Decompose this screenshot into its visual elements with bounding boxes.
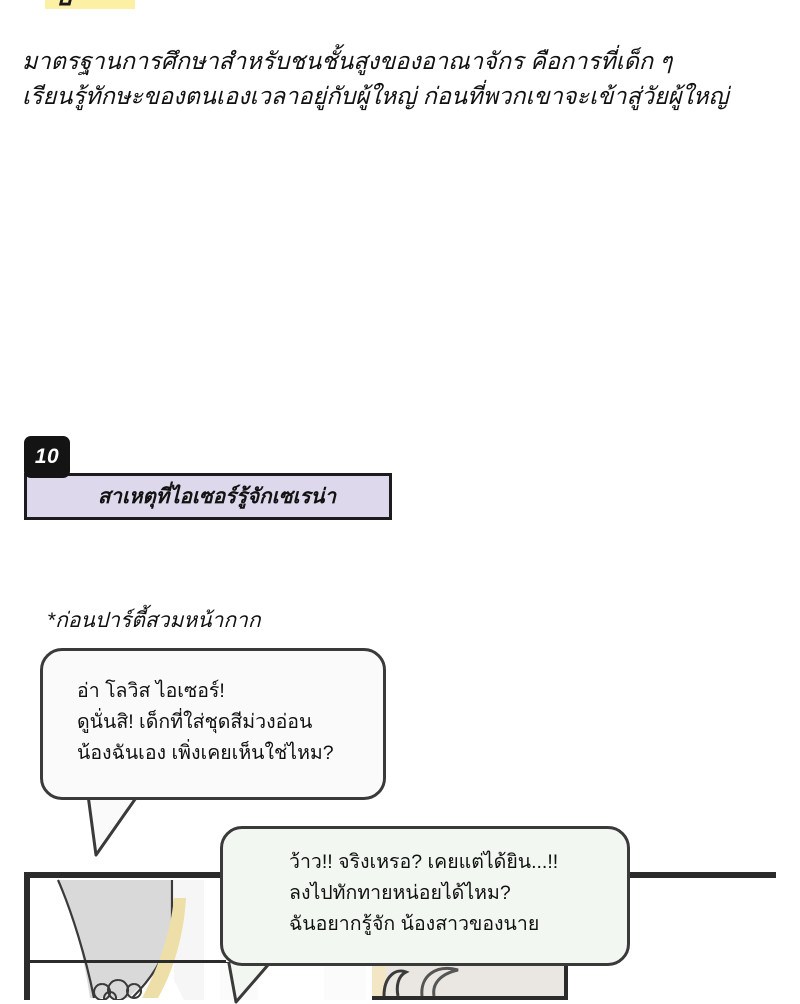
highlight-bar-fragment: [45, 0, 135, 9]
panel-divider-line: [24, 960, 372, 963]
ornament-crest: [372, 964, 568, 1000]
crest-gold-edge: [372, 964, 386, 1000]
speech-tail-white-shape: [86, 795, 140, 857]
narration-paragraph: มาตรฐานการศึกษาสำหรับชนชั้นสูงของอาณาจัก…: [22, 48, 729, 109]
crest-base-line: [372, 996, 568, 1000]
crest-swirl-right: [420, 967, 459, 997]
speech-tail-green-shape: [226, 958, 276, 1004]
clipped-text-fragment: ป: [55, 0, 81, 8]
crest-right-line: [564, 964, 568, 1000]
speech-bubble-green: ว้าว!! จริงเหรอ? เคยแต่ได้ยิน...!! ลงไปท…: [220, 826, 630, 966]
speech-bubble-green-text: ว้าว!! จริงเหรอ? เคยแต่ได้ยิน...!! ลงไปท…: [289, 851, 559, 935]
speech-bubble-white-text: อ่า โลวิส ไอเซอร์! ดูนั่นสิ! เด็กที่ใส่ช…: [77, 680, 334, 764]
chapter-heading: 10 สาเหตุที่ไอเซอร์รู้จักเซเรน่า: [0, 436, 800, 531]
scene-caption-note: *ก่อนปาร์ตี้สวมหน้ากาก: [47, 609, 261, 632]
chapter-number-badge: 10: [24, 436, 70, 478]
panel-left-border: [24, 872, 30, 1000]
gown-edge-left: [56, 879, 96, 999]
crest-swirl-left: [382, 969, 410, 997]
chapter-title-text: สาเหตุที่ไอเซอร์รู้จักเซเรน่า: [97, 485, 337, 508]
chapter-title-bar: สาเหตุที่ไอเซอร์รู้จักเซเรน่า: [24, 473, 392, 520]
speech-bubble-white: อ่า โลวิส ไอเซอร์! ดูนั่นสิ! เด็กที่ใส่ช…: [40, 648, 386, 800]
gown-gold-trim: [142, 898, 186, 998]
speech-tail-white: [86, 795, 142, 857]
